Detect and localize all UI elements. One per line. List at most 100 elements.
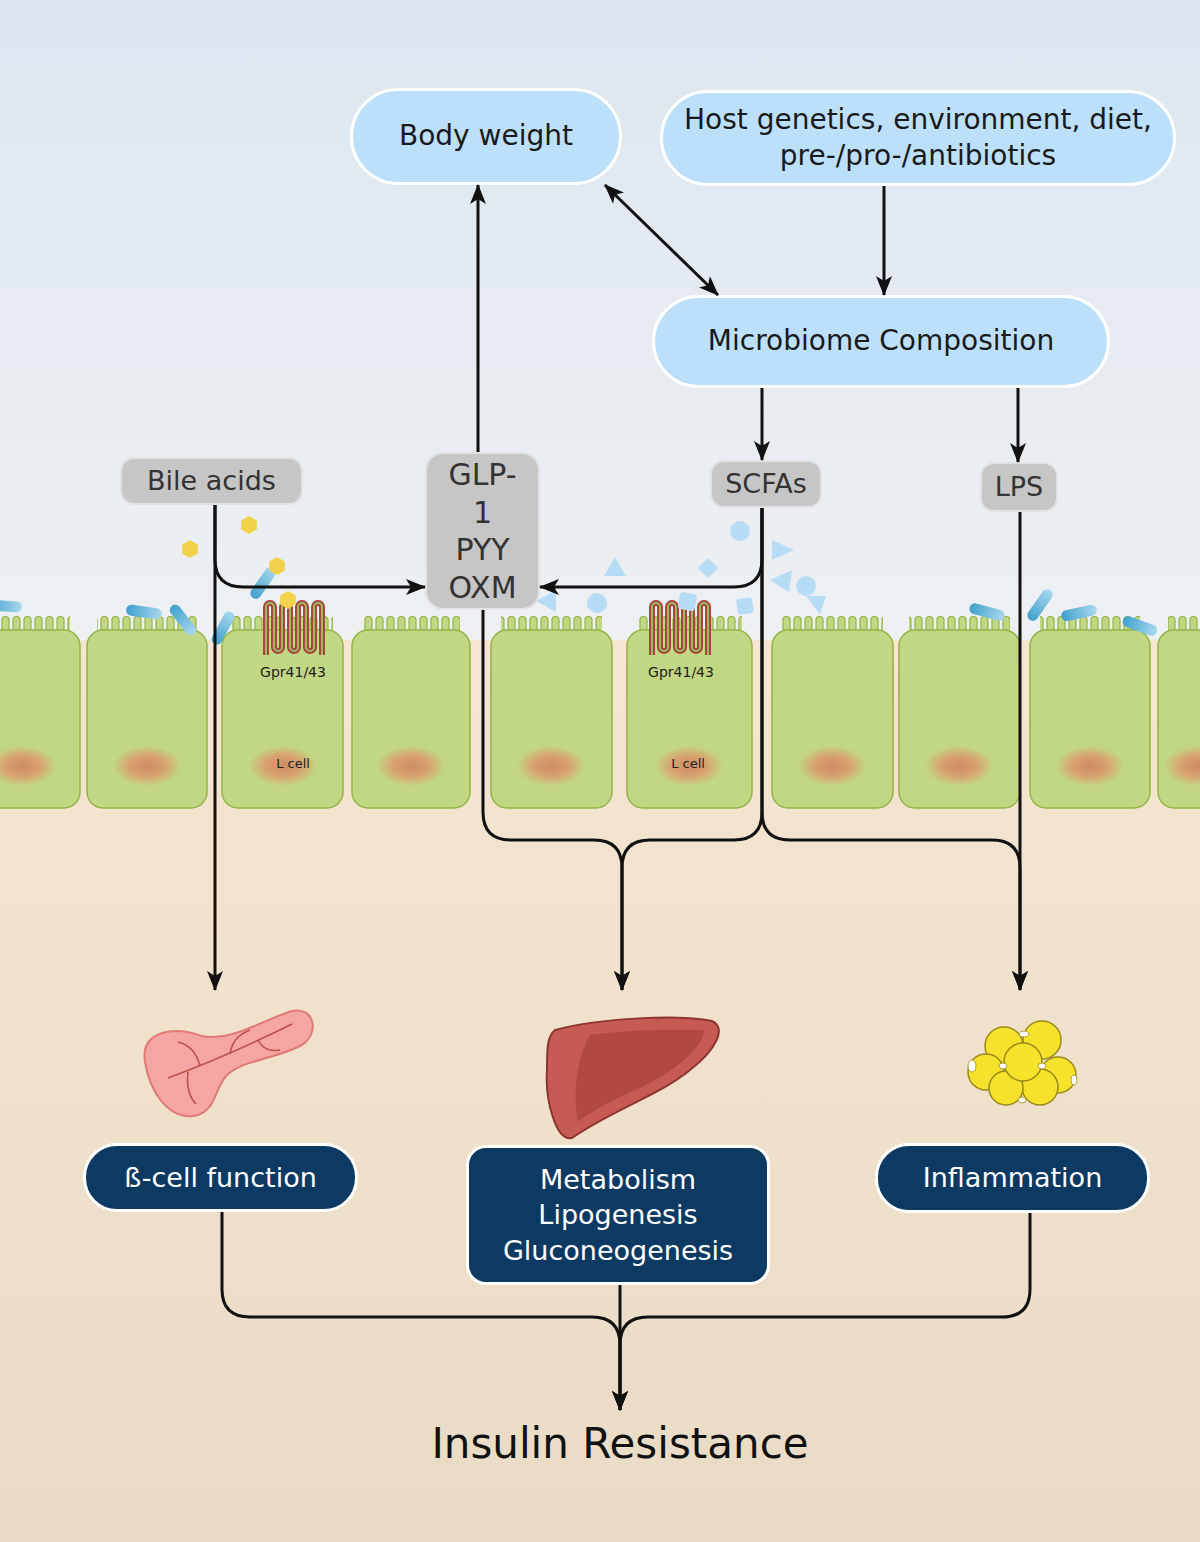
nucleus: [655, 746, 723, 786]
scfa-circle: [730, 521, 750, 541]
bacterium: [125, 604, 162, 620]
epithelial-cell: [627, 630, 752, 808]
scfa-molecules: [536, 521, 826, 615]
fat-nucleus: [968, 1060, 976, 1072]
bile-acid-hexagon: [265, 555, 288, 578]
arrow-connector: [214, 505, 217, 990]
node-text: Host genetics, environment, diet, pre-/p…: [681, 102, 1155, 175]
adipose-illustration: [968, 1021, 1077, 1105]
bile-acid-hexagon: [237, 514, 260, 537]
node-text: ß-cell function: [124, 1160, 317, 1195]
epithelial-cell: [352, 630, 470, 808]
receptor-core: [266, 603, 322, 655]
bile-acid-hexagon: [276, 589, 299, 612]
node-text: Bile acids: [147, 464, 276, 498]
effect-box: Inflammation: [875, 1143, 1150, 1213]
nucleus: [377, 746, 445, 786]
bacterium: [1025, 587, 1055, 623]
pancreas-shape: [145, 1010, 313, 1116]
arrow-connector: [761, 388, 764, 460]
node-text: Body weight: [399, 118, 573, 154]
node-text: GLP-1 PYY OXM: [448, 456, 516, 606]
scfa-triangle: [806, 596, 826, 614]
factor-pill: Host genetics, environment, diet, pre-/p…: [660, 90, 1176, 186]
scfa-triangle: [770, 570, 792, 592]
epithelial-cell: [1158, 630, 1200, 808]
arrow-connector: [619, 1285, 622, 1410]
cell-nuclei: [0, 746, 1200, 786]
arrow-connector: [1017, 388, 1020, 462]
bile-acid-molecules: [178, 514, 299, 612]
arrow-connector: [215, 505, 425, 587]
scfa-circle: [796, 576, 816, 596]
scfa-triangle: [772, 540, 794, 560]
outcome-pill: Body weight: [350, 88, 622, 185]
fat-cell: [1004, 1043, 1042, 1081]
node-text: LPS: [995, 470, 1043, 504]
cell-label: L cell: [276, 756, 310, 771]
effect-box: ß-cell function: [83, 1143, 358, 1212]
bacteria: [0, 565, 1159, 646]
nucleus: [925, 746, 993, 786]
fat-nucleus: [999, 1063, 1007, 1069]
arrow-connector: [1019, 512, 1022, 990]
pancreas-illustration: [145, 1010, 313, 1116]
scfa-diamond: [698, 558, 718, 578]
scfa-square: [736, 597, 754, 615]
bacterium: [1121, 615, 1159, 638]
nucleus: [0, 746, 56, 786]
receptor-core: [652, 603, 708, 655]
fat-nucleus: [1018, 1097, 1026, 1103]
scfa-circle: [587, 593, 607, 613]
arrow-connector: [762, 508, 1020, 990]
arrow-connector: [622, 508, 762, 990]
nucleus: [517, 746, 585, 786]
node-text: Metabolism Lipogenesis Gluconeogenesis: [503, 1162, 733, 1267]
gpcr-receptors: [266, 603, 708, 655]
node-text: Inflammation: [923, 1160, 1103, 1195]
fat-nucleus: [1038, 1063, 1046, 1069]
organ-effect-group: Inflammation: [875, 990, 1150, 1213]
metabolite-box: Bile acids: [120, 457, 303, 505]
nucleus: [798, 746, 866, 786]
effect-box: Metabolism Lipogenesis Gluconeogenesis: [466, 1145, 770, 1285]
epithelial-cell: [222, 630, 343, 808]
node-text: SCFAs: [725, 467, 807, 501]
metabolite-box: SCFAs: [710, 460, 822, 508]
scfa-square: [678, 592, 698, 612]
receptor-outline: [652, 603, 708, 655]
result-text-node: Insulin Resistance: [370, 1410, 870, 1476]
receptor-outline: [266, 603, 322, 655]
lumen-background: [0, 0, 1200, 640]
receptor-label: Gpr41/43: [260, 664, 326, 680]
nucleus: [1164, 746, 1200, 786]
receptor-label: Gpr41/43: [648, 664, 714, 680]
bacterium: [968, 602, 1006, 622]
liver-illustration: [547, 1018, 719, 1139]
bacterium: [1060, 604, 1098, 622]
organ-effect-group: ß-cell function: [83, 990, 358, 1212]
arrow-connector: [477, 185, 480, 452]
fat-nucleus: [1019, 1031, 1029, 1037]
scfa-triangle: [604, 557, 626, 576]
arrow-connector: [540, 508, 762, 587]
bacterium: [210, 610, 237, 647]
nucleus: [1056, 746, 1124, 786]
arrow-connector: [605, 185, 718, 295]
epithelial-cell: [772, 630, 893, 808]
node-text: Insulin Resistance: [431, 1419, 808, 1468]
pancreatic-duct: [168, 1024, 292, 1104]
microbiome-pill: Microbiome Composition: [652, 295, 1110, 388]
epithelial-cell: [899, 630, 1020, 808]
liver-lobe: [576, 1030, 705, 1122]
nucleus: [113, 746, 181, 786]
metabolite-box: LPS: [980, 462, 1058, 512]
fat-nucleus: [1071, 1075, 1077, 1085]
arrow-connector: [483, 610, 622, 990]
bacterium: [0, 599, 22, 612]
node-text: Microbiome Composition: [708, 323, 1054, 359]
organ-effect-group: Metabolism Lipogenesis Gluconeogenesis: [466, 990, 770, 1285]
